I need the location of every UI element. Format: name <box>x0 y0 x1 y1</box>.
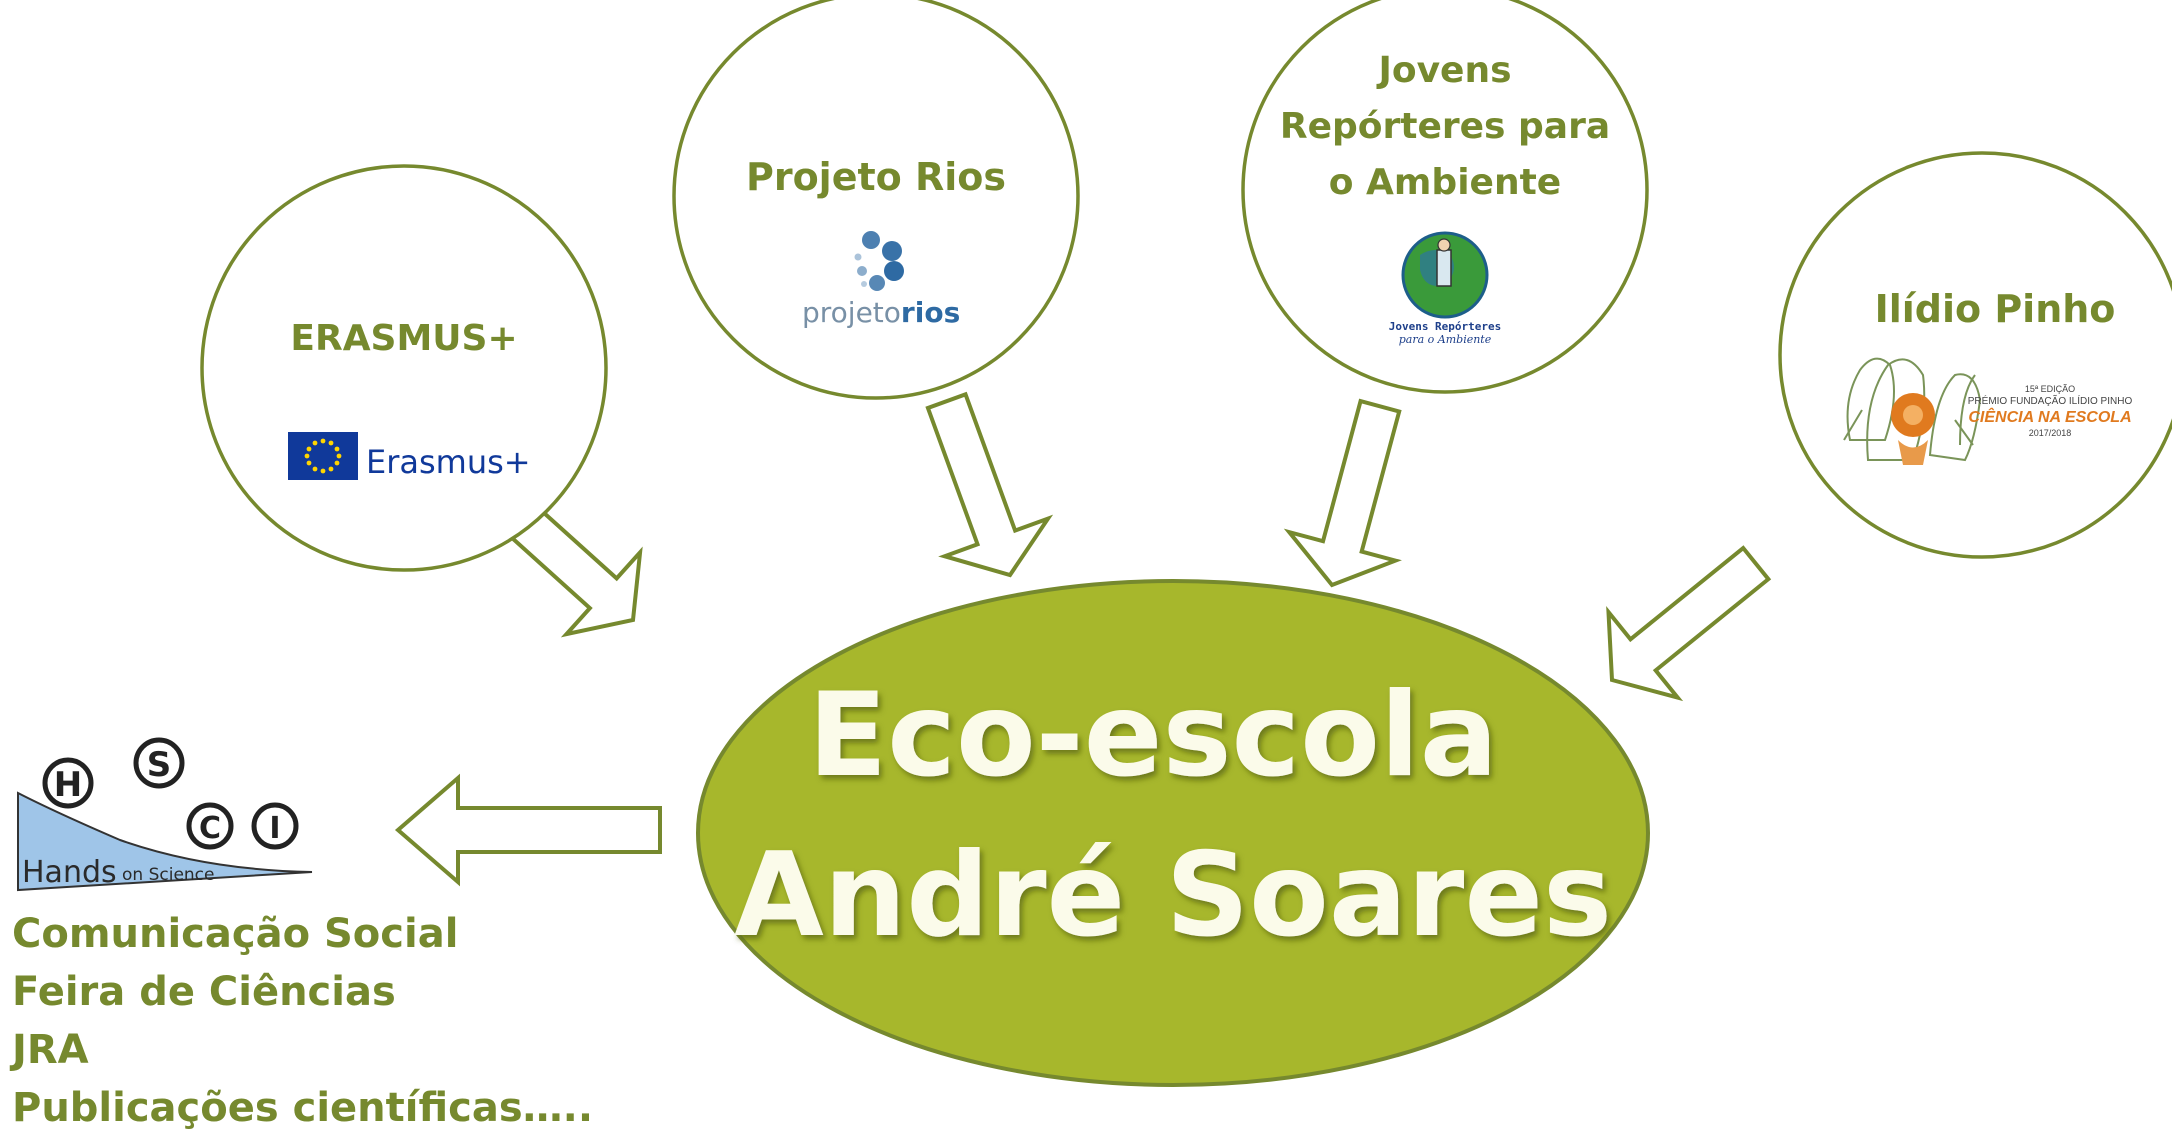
arrow-jra-to-center <box>1283 398 1402 588</box>
ilidio-logo: 15ª EDIÇÃO PRÉMIO FUNDAÇÃO ILÍDIO PINHO … <box>1843 357 2133 465</box>
projeto-rios-logo: projetorios <box>802 231 960 329</box>
svg-text:I: I <box>269 811 280 846</box>
output-item-feira-de-ciencias: Feira de Ciências <box>12 969 396 1015</box>
hsci-banner-text-a: Hands <box>22 855 117 890</box>
jra-logo-line1: Jovens Repórteres <box>1389 320 1502 333</box>
node-projeto-rios: Projeto Rios projetorios <box>672 0 1080 400</box>
node-jra-title-line1: Jovens <box>1375 50 1511 91</box>
hsci-letter-s: S <box>133 737 185 789</box>
hsci-letter-c: C <box>186 802 234 850</box>
hsci-letter-h: H <box>42 757 94 809</box>
node-jra-title-line2: Repórteres para <box>1280 106 1610 147</box>
svg-text:projetorios: projetorios <box>802 296 960 329</box>
node-erasmus: ERASMUS+ Erasmus+ <box>200 164 608 572</box>
ilidio-logo-line4: 2017/2018 <box>2029 428 2072 438</box>
node-erasmus-title: ERASMUS+ <box>290 318 517 359</box>
output-item-publicacoes: Publicações científicas….. <box>12 1085 594 1131</box>
svg-text:C: C <box>199 811 221 846</box>
hsci-banner-text-b: on Science <box>122 865 214 885</box>
node-rios-title: Projeto Rios <box>746 155 1006 199</box>
rios-logo-text-a: projeto <box>802 296 901 329</box>
arrow-rios-to-center <box>925 391 1054 578</box>
hands-on-science-logo: H S C I Hands on Science <box>17 737 313 892</box>
hsci-letter-i: I <box>251 802 299 850</box>
center-node: Eco-escola André Soares <box>696 579 1650 1087</box>
node-ilidio-pinho: Ilídio Pinho 15ª EDIÇÃO PRÉMIO FUNDAÇÃO … <box>1778 151 2172 559</box>
output-item-comunicacao-social: Comunicação Social <box>12 911 459 957</box>
center-title-line1: Eco-escola <box>808 668 1498 803</box>
jra-logo: Jovens Repórteres para o Ambiente <box>1389 231 1502 346</box>
ilidio-logo-line3: CIÊNCIA NA ESCOLA <box>1968 407 2131 426</box>
arrow-ilidio-to-center <box>1606 545 1772 702</box>
ilidio-logo-line1: 15ª EDIÇÃO <box>2025 384 2075 394</box>
ilidio-logo-line2: PRÉMIO FUNDAÇÃO ILÍDIO PINHO <box>1968 394 2133 407</box>
svg-text:S: S <box>147 745 172 785</box>
erasmus-logo-text: Erasmus+ <box>366 443 531 481</box>
node-ilidio-title: Ilídio Pinho <box>1875 287 2116 331</box>
node-jovens-reporteres: Jovens Repórteres para o Ambiente Jovens… <box>1241 0 1649 394</box>
node-jra-title-line3: o Ambiente <box>1329 162 1561 203</box>
outputs-list: Comunicação Social Feira de Ciências JRA… <box>12 905 593 1137</box>
rios-logo-text-b: rios <box>901 296 960 329</box>
svg-text:H: H <box>54 765 82 805</box>
center-title-line2: André Soares <box>734 828 1612 963</box>
arrow-center-to-outputs <box>394 773 662 887</box>
erasmus-logo: Erasmus+ <box>288 432 531 481</box>
output-item-jra: JRA <box>12 1027 89 1073</box>
jra-logo-line2: para o Ambiente <box>1399 333 1492 346</box>
